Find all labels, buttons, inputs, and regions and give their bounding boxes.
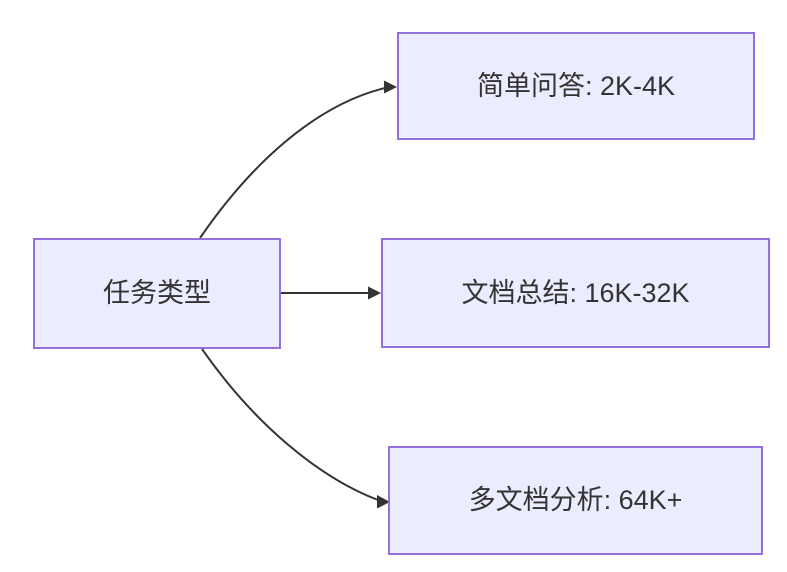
arrowhead-icon — [377, 495, 390, 509]
node-task-type: 任务类型 — [33, 238, 281, 349]
node-simple-qa: 简单问答: 2K-4K — [397, 32, 755, 140]
node-simple-qa-label: 简单问答: 2K-4K — [476, 70, 676, 101]
arrowhead-icon — [368, 286, 381, 300]
node-multi-doc: 多文档分析: 64K+ — [388, 446, 763, 555]
edge-task-type-to-simple-qa — [199, 80, 397, 239]
node-doc-summary: 文档总结: 16K-32K — [381, 238, 770, 348]
edge-task-type-to-doc-summary — [281, 286, 381, 300]
node-multi-doc-label: 多文档分析: 64K+ — [468, 485, 683, 516]
arrowhead-icon — [384, 80, 397, 94]
node-task-type-label: 任务类型 — [103, 278, 211, 309]
edge-task-type-to-multi-doc — [201, 348, 390, 509]
node-doc-summary-label: 文档总结: 16K-32K — [461, 277, 690, 308]
